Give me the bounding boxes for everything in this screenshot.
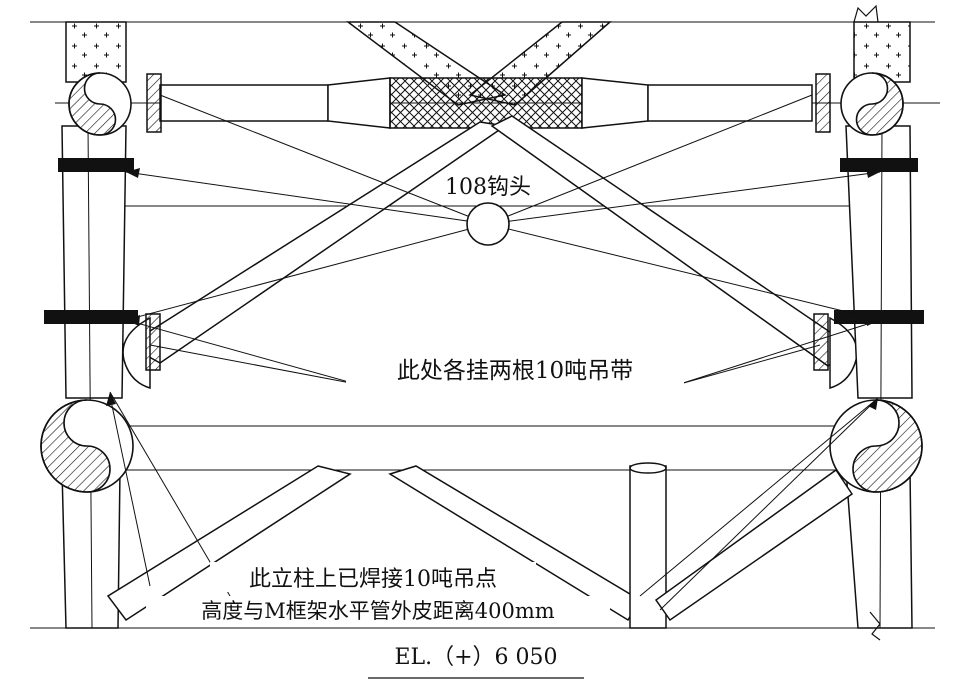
- hook-icon: [466, 202, 510, 246]
- node-mid-right: [829, 399, 923, 493]
- elevation-label: EL.（+）6 050: [394, 645, 557, 670]
- lifting-bands: [44, 158, 924, 324]
- lift-point-label-line2: 高度与M框架水平管外皮距离400mm: [201, 599, 554, 623]
- rigging-lines: [109, 94, 881, 611]
- right-column: [845, 4, 913, 641]
- left-column: [61, 21, 127, 629]
- diagonal-braces: [122, 115, 858, 390]
- column-nodes: [40, 72, 923, 493]
- hang-straps-label: 此处各挂两根10吨吊带: [397, 358, 633, 384]
- lower-truss: [106, 462, 854, 629]
- lift-point-label-line1: 此立柱上已焊接10吨吊点: [249, 567, 497, 592]
- node-top-right: [840, 72, 904, 136]
- node-mid-left: [40, 399, 134, 493]
- arrowheads: [106, 168, 880, 410]
- node-top-left: [68, 72, 132, 136]
- hook-label: 108钩头: [445, 175, 531, 200]
- top-horizontal-tube: [146, 73, 831, 133]
